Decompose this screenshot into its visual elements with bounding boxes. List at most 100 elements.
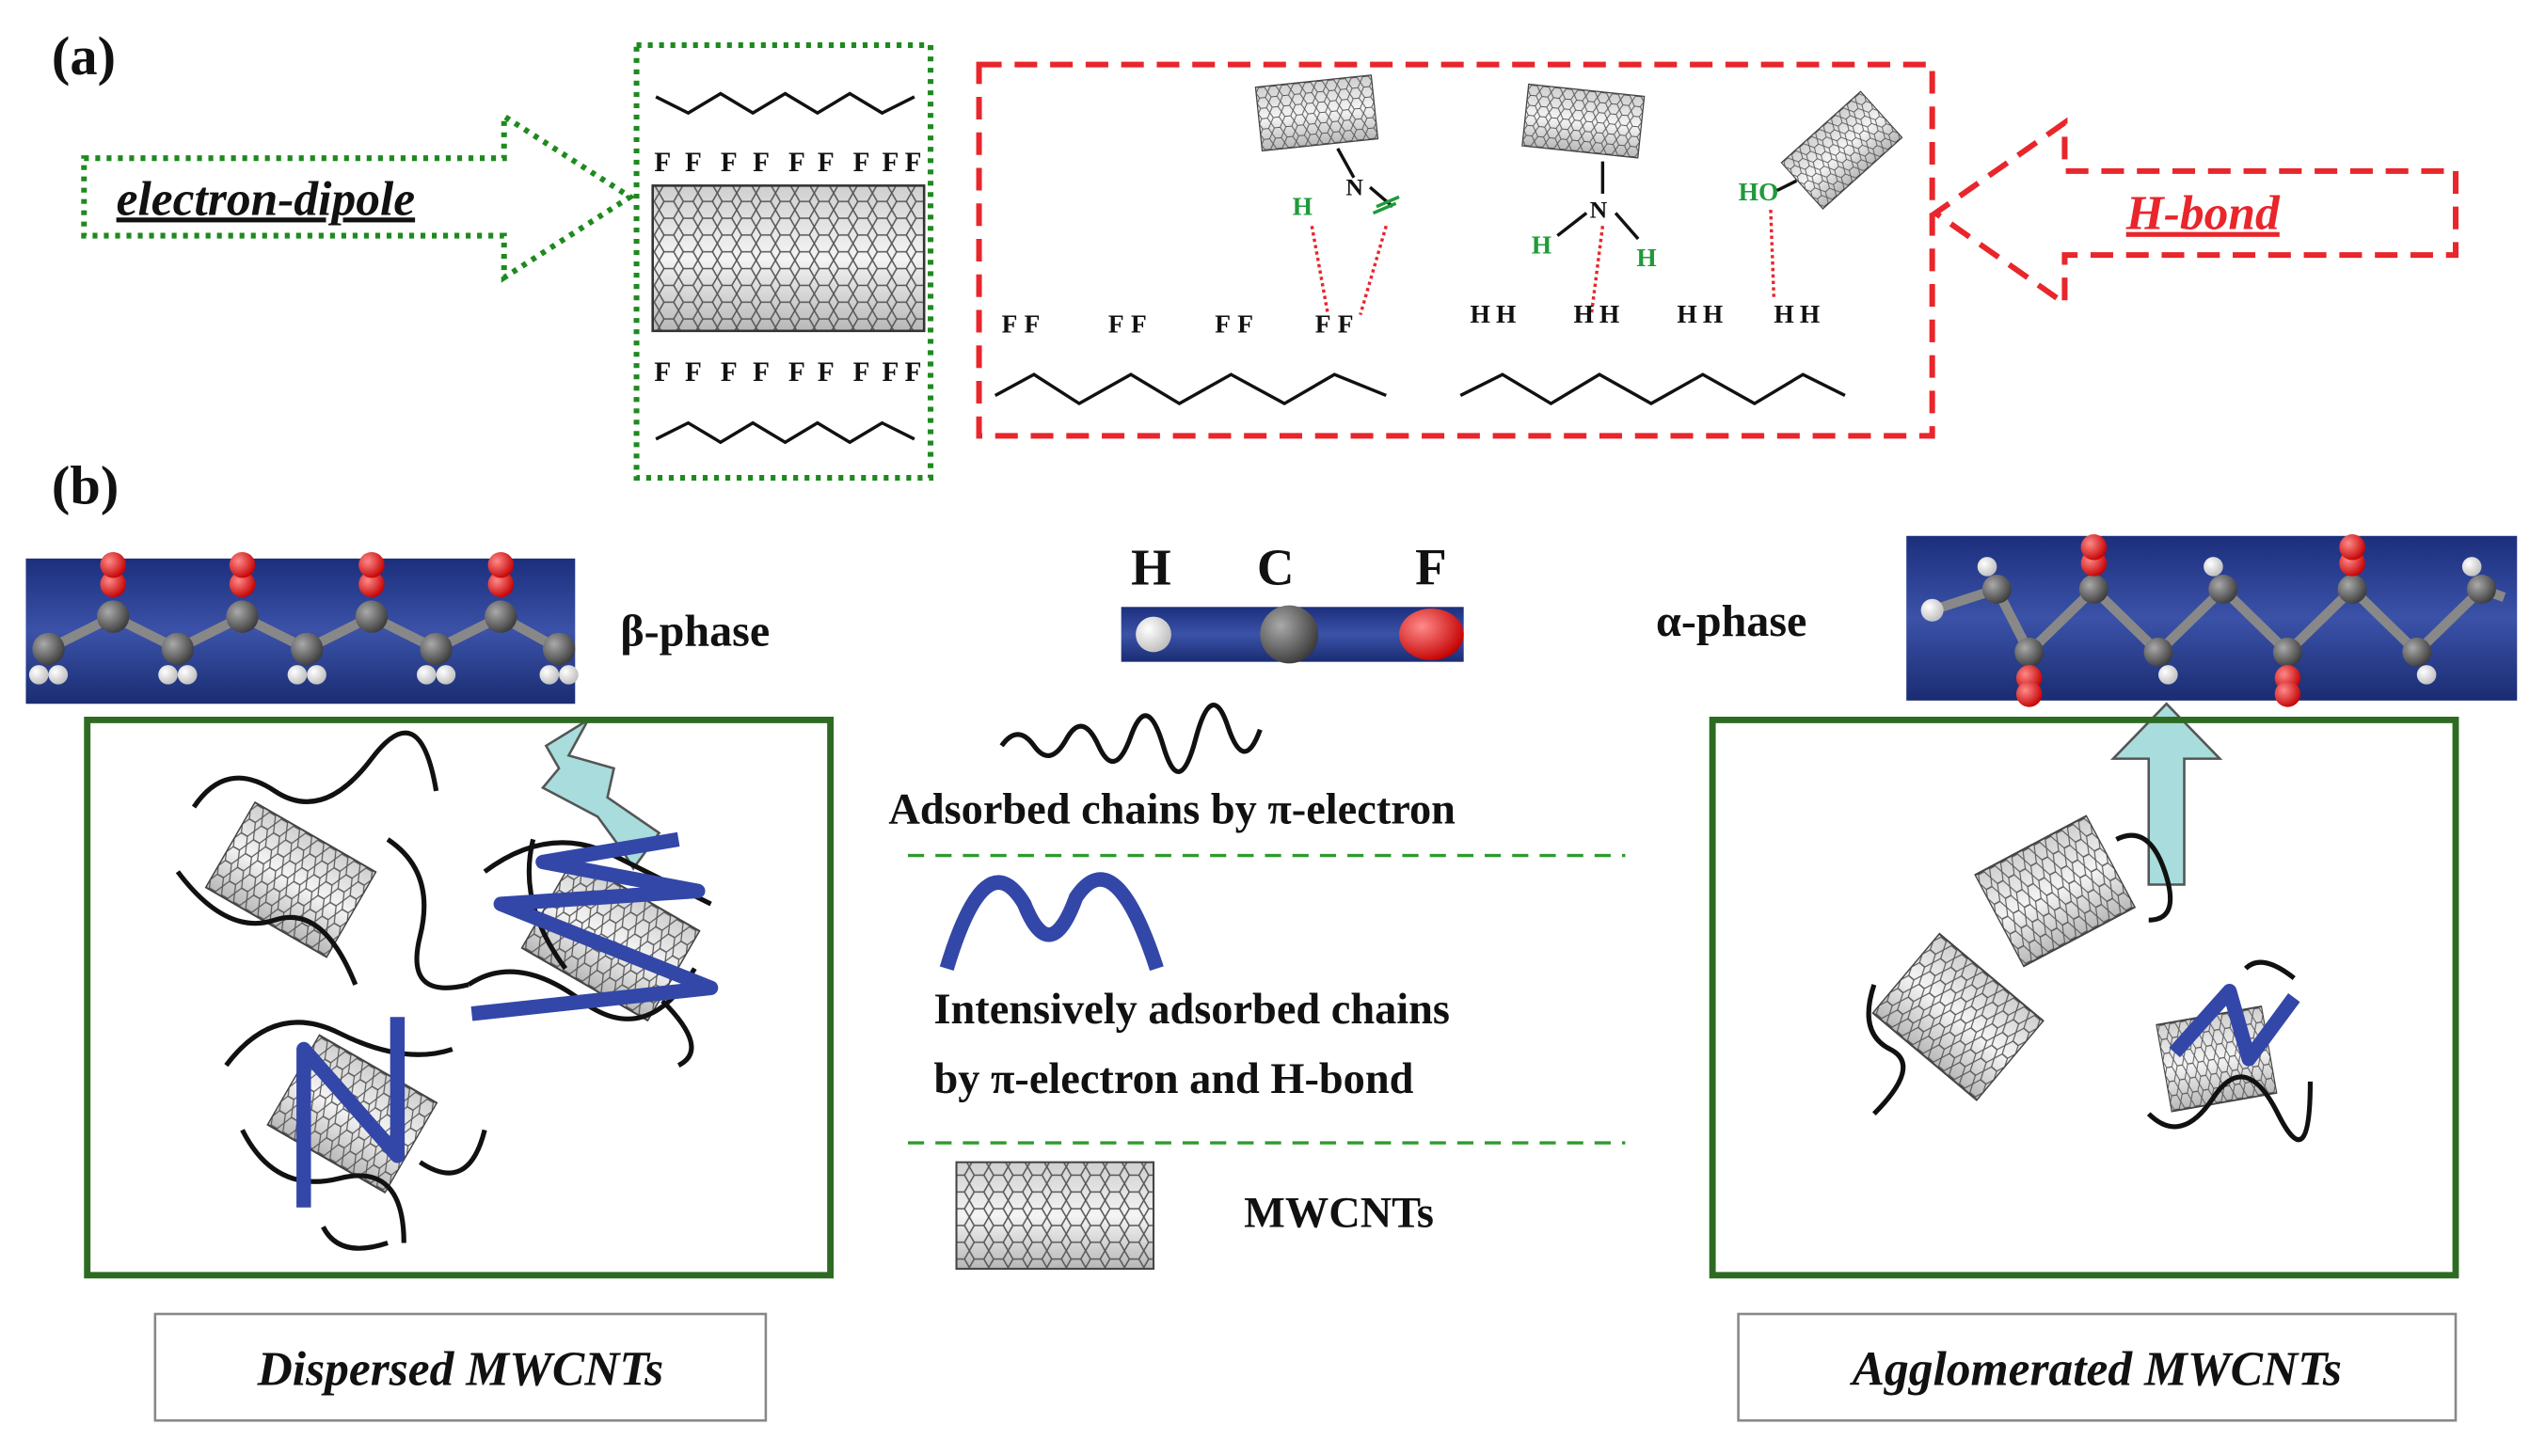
hydrogen-atom: [28, 665, 49, 685]
carbon-atom: [2337, 574, 2367, 604]
fluorine-atom: [229, 571, 256, 597]
f-atom: F: [721, 148, 738, 178]
carbon-atom: [2078, 574, 2108, 604]
carbon-atom: [2143, 637, 2173, 667]
alpha-arrow: [2109, 702, 2223, 886]
fluorine-atom: [487, 571, 515, 597]
f-atom: F: [788, 148, 805, 178]
atom-legend: H C F: [1121, 538, 1464, 664]
f-atom: F: [1025, 310, 1041, 339]
amide-n: N: [1345, 174, 1363, 201]
f-atom: F: [788, 357, 805, 388]
h-atom: H: [1471, 300, 1490, 328]
carbon-atom: [2467, 574, 2496, 604]
fluorine-atom: [100, 551, 126, 578]
f-atom: F: [883, 148, 899, 178]
carbon-atom: [2208, 574, 2238, 604]
f-atom: F: [853, 148, 870, 178]
carbon-atom: [420, 632, 453, 666]
legend-c: C: [1257, 538, 1295, 595]
fluorine-atom: [2339, 534, 2365, 561]
f-atom: F: [654, 357, 671, 388]
fluorine-atom: [100, 571, 126, 597]
beta-arrow: [540, 716, 661, 871]
hydrogen-atom: [158, 665, 178, 685]
carbon-atom: [161, 632, 195, 666]
hydrogen-atom: [539, 665, 560, 685]
hydrogen-atom: [436, 665, 456, 685]
caption-dispersed: Dispersed MWCNTs: [257, 1343, 664, 1397]
h-atom: H: [1774, 300, 1793, 328]
fluorine-atom: [358, 551, 385, 578]
f-atom: F: [1215, 310, 1231, 339]
hydrogen-atom: [48, 665, 69, 685]
fluorine-atom: [2015, 681, 2043, 707]
legend-adsorbed: Adsorbed chains by π-electron: [888, 703, 1456, 833]
carbon-atom: [2014, 637, 2045, 667]
panel-a-label: (a): [52, 25, 116, 87]
panel-b-label: (b): [52, 454, 119, 515]
legend-mwcnt: MWCNTs: [955, 1161, 1434, 1270]
carbon-atom: [1981, 574, 2012, 604]
legend-mwcnts-text: MWCNTs: [1244, 1189, 1434, 1237]
hydrogen-atom: [1920, 598, 1944, 622]
f-atom: F: [818, 148, 835, 178]
agglomerated-box: [1709, 716, 2459, 1279]
alpha-phase-label: α-phase: [1656, 596, 1806, 646]
hydrogen-atom: [2461, 557, 2482, 577]
f-atom: F: [1315, 310, 1331, 339]
f-atom: F: [818, 357, 835, 388]
h-atom: H: [1599, 300, 1619, 328]
electron-dipole-arrow: electron-dipole: [81, 111, 636, 283]
cnt-horizontal: [651, 184, 926, 333]
fluorine-atom: [2274, 681, 2301, 707]
amine-h2: H: [1636, 244, 1656, 272]
carbon-atom: [291, 632, 324, 666]
caption-left-box: Dispersed MWCNTs: [153, 1312, 768, 1422]
caption-agglomerated: Agglomerated MWCNTs: [1850, 1343, 2342, 1397]
fluorine-atom: [2080, 534, 2108, 561]
f-atom: F: [1108, 310, 1124, 339]
hydrogen-atom: [2158, 665, 2178, 685]
carbon-atom: [32, 632, 65, 666]
hydrogen-atom: [417, 665, 437, 685]
hydrogen-atom: [2204, 557, 2223, 577]
f-atom: F: [753, 357, 770, 388]
legend-f: F: [1415, 538, 1447, 595]
legend-h: H: [1131, 538, 1171, 595]
h-atom: H: [1703, 300, 1723, 328]
f-atom: F: [853, 357, 870, 388]
legend-intensive-line2: by π-electron and H-bond: [933, 1055, 1413, 1103]
amine-h1: H: [1532, 230, 1551, 259]
legend-intensive-line1: Intensively adsorbed chains: [933, 986, 1449, 1034]
f-atom: F: [654, 148, 671, 178]
carbon-atom: [226, 600, 259, 633]
alpha-phase-image: [1906, 534, 2518, 707]
beta-phase-image: [25, 551, 579, 704]
h-bond-arrow: H-bond: [1930, 117, 2458, 309]
carbon-atom: [97, 600, 130, 633]
dispersed-box: [84, 716, 835, 1279]
legend-adsorbed-text: Adsorbed chains by π-electron: [888, 785, 1456, 833]
hydrogen-atom: [307, 665, 326, 685]
h-atom: H: [1573, 300, 1593, 328]
fluorine-atom: [487, 551, 515, 578]
fluorine-atom: [358, 571, 385, 597]
f-atom: F: [721, 357, 738, 388]
f-atom: F: [753, 148, 770, 178]
f-atom: F: [1131, 310, 1147, 339]
f-atom: F: [905, 357, 922, 388]
carbon-atom: [2402, 637, 2432, 667]
legend-intensive: Intensively adsorbed chains by π-electro…: [933, 872, 1450, 1103]
fluorine-atom: [229, 551, 256, 578]
hydrogen-atom: [559, 665, 579, 685]
h-atom: H: [1800, 300, 1820, 328]
f-atom: F: [1338, 310, 1354, 339]
carbon-atom: [2272, 637, 2302, 667]
h-bond-label: H-bond: [2125, 187, 2281, 241]
carbon-atom: [355, 600, 389, 633]
f-atom: F: [685, 148, 702, 178]
